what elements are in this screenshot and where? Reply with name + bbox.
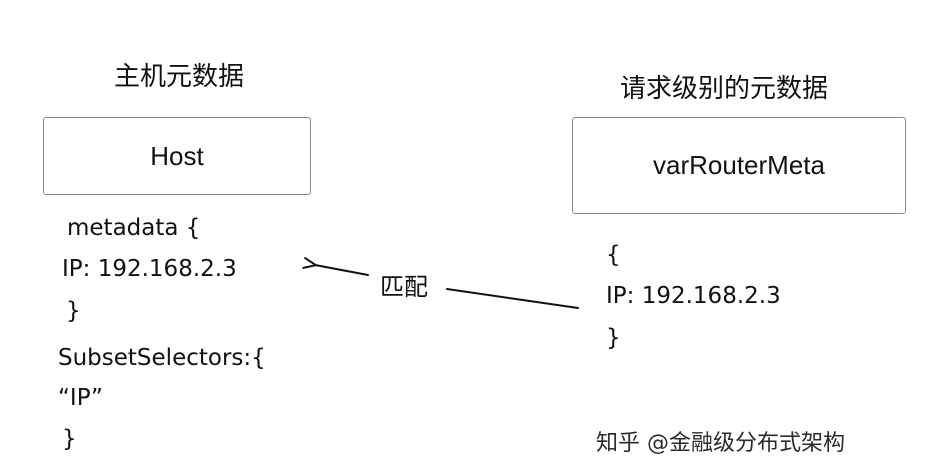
host-metadata-open: metadata { [67, 215, 201, 241]
request-metadata-close: } [606, 325, 621, 351]
request-metadata-ip: IP: 192.168.2.3 [606, 283, 781, 309]
request-metadata-heading: 请求级别的元数据 [620, 74, 829, 104]
arrow-head-segment [302, 257, 369, 276]
arrow-tail-segment [446, 288, 579, 309]
host-metadata-close: } [66, 298, 81, 324]
request-metadata-open: { [606, 242, 621, 268]
host-metadata-ip: IP: 192.168.2.3 [62, 256, 237, 282]
var-router-meta-box: varRouterMeta [572, 117, 906, 214]
watermark: 知乎 @金融级分布式架构 [596, 431, 845, 456]
match-label: 匹配 [380, 273, 428, 301]
subset-selectors-close: } [62, 426, 77, 452]
subset-selectors-open: SubsetSelectors:{ [58, 345, 266, 371]
subset-selectors-ip: “IP” [58, 385, 103, 411]
host-metadata-heading: 主机元数据 [114, 62, 245, 92]
host-box: Host [43, 117, 311, 195]
host-box-label: Host [150, 140, 204, 171]
var-router-meta-label: varRouterMeta [653, 150, 825, 180]
